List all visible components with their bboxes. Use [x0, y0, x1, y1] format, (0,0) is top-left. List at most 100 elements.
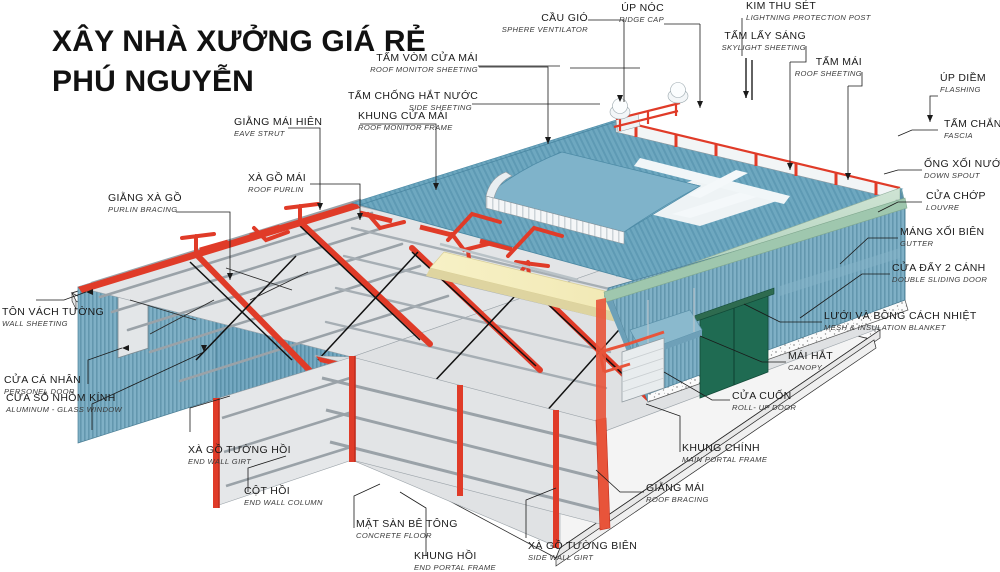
callout-label-en: END PORTAL FRAME [414, 563, 496, 572]
callout-label-en: ROOF MONITOR FRAME [358, 123, 453, 133]
callout-label-vi: GIẰNG XÀ GỒ [108, 192, 182, 204]
callout-label-en: SIDE SHEETING [408, 103, 472, 113]
callout-label-vi: KHUNG CỬA MÁI [358, 110, 448, 122]
callout-end-wall-girt: XÀ GỒ TƯỜNG HỒI END WALL GIRT [188, 444, 291, 466]
skylight-sheeting-strips [616, 158, 790, 226]
callout-label-en: END WALL GIRT [188, 457, 252, 467]
callout-label-vi: KHUNG CHÍNH [682, 442, 760, 454]
callout-lightning-post: KIM THU SÉT LIGHTNING PROTECTION POST [746, 0, 871, 22]
callout-label-vi: TẤM CHẮN MÁI [944, 118, 1000, 130]
callout-eave-strut: GIẰNG MÁI HIÊN EAVE STRUT [234, 116, 322, 138]
callout-label-en: ROOF MONITOR SHEETING [370, 65, 478, 75]
roof-monitor [439, 151, 701, 286]
callout-label-vi: XÀ GỒ MÁI [248, 172, 306, 184]
callout-label-vi: TẤM VÒM CỬA MÁI [376, 52, 478, 64]
callout-roof-sheeting: TẤM MÁI ROOF SHEETING [776, 56, 862, 78]
callout-label-vi: MẶT SÀN BÊ TÔNG [356, 518, 458, 530]
callout-concrete-floor: MẶT SÀN BÊ TÔNG CONCRETE FLOOR [356, 518, 458, 540]
callout-label-vi: MÁI HẮT [788, 350, 834, 362]
callout-label-en: LIGHTNING PROTECTION POST [746, 13, 871, 23]
callout-mesh-insulation: LƯỚI VÀ BÔNG CÁCH NHIỆT MESH & INSULATIO… [824, 310, 977, 332]
callout-leader-lines [36, 18, 938, 556]
callout-label-en: ROLL- UP DOOR [732, 403, 797, 413]
callout-label-vi: CỬA CÁ NHÂN [4, 374, 81, 386]
callout-roof-monitor-sheeting: TẤM VÒM CỬA MÁI ROOF MONITOR SHEETING [356, 52, 478, 74]
callout-label-vi: TẤM LẤY SÁNG [724, 30, 806, 42]
callout-side-wall-girt: XÀ GỒ TƯỜNG BIÊN SIDE WALL GIRT [528, 540, 637, 562]
callout-label-vi: CỬA CUỐN [732, 390, 792, 402]
callout-end-portal-frame: KHUNG HỒI END PORTAL FRAME [414, 550, 496, 572]
callout-label-vi: CẦU GIÓ [541, 12, 588, 24]
roll-up-door-panel [621, 337, 665, 403]
callout-label-en: ROOF BRACING [646, 495, 709, 505]
long-side-wall [598, 197, 908, 403]
callout-label-en: DOUBLE SLIDING DOOR [892, 275, 988, 285]
callout-label-vi: MÁNG XỐI BIÊN [900, 226, 985, 238]
callout-label-vi: TẤM CHỐNG HẮT NƯỚC [348, 90, 479, 102]
callout-label-en: FASCIA [944, 131, 973, 141]
callout-purlin-bracing: GIẰNG XÀ GỒ PURLIN BRACING [108, 192, 182, 214]
callout-personel-door: CỬA CÁ NHÂN PERSONEL DOOR [4, 374, 81, 396]
callout-roll-up-door: CỬA CUỐN ROLL- UP DOOR [732, 390, 796, 412]
callout-label-vi: XÀ GỒ TƯỜNG BIÊN [528, 540, 638, 552]
callout-label-vi: ÚP NÓC [621, 2, 664, 14]
callout-label-en: EAVE STRUT [234, 129, 285, 139]
callout-wall-sheeting: TÔN VÁCH TƯỜNG WALL SHEETING [2, 306, 104, 328]
callout-label-vi: CỬA CHỚP [926, 190, 986, 202]
callout-label-en: END WALL COLUMN [244, 498, 323, 508]
callout-end-wall-column: CỘT HỒI END WALL COLUMN [244, 485, 323, 507]
callout-label-vi: TẤM MÁI [815, 56, 862, 68]
callout-side-sheeting: TẤM CHỐNG HẮT NƯỚC SIDE SHEETING [348, 90, 479, 113]
callout-canopy: MÁI HẮT CANOPY [788, 350, 833, 372]
callout-roof-bracing: GIẰNG MÁI ROOF BRACING [646, 482, 709, 504]
callout-arrowheads [86, 91, 933, 352]
callout-label-vi: ỐNG XỐI NƯỚC [924, 158, 1000, 170]
ridge-cap-parapet [613, 101, 901, 201]
callout-label-vi: KIM THU SÉT [746, 0, 817, 12]
callout-label-en: ROOF SHEETING [794, 69, 862, 79]
callout-roof-purlin: XÀ GỒ MÁI ROOF PURLIN [248, 172, 306, 194]
callout-label-en: ALUMINUM - GLASS WINDOW [6, 405, 123, 415]
callout-flashing: ÚP DIỀM FLASHING [940, 72, 986, 94]
callout-label-en: DOWN SPOUT [924, 171, 980, 181]
title-line-1: XÂY NHÀ XƯỞNG GIÁ RẺ [52, 25, 426, 58]
callout-sphere-ventilator: CẦU GIÓ SPHERE VENTILATOR [470, 12, 588, 34]
callout-label-en: MAIN PORTAL FRAME [682, 455, 768, 465]
callout-roof-monitor-frame: KHUNG CỬA MÁI ROOF MONITOR FRAME [358, 110, 453, 132]
callout-label-vi: CỘT HỒI [244, 485, 291, 497]
callout-label-en: FLASHING [940, 85, 981, 95]
callout-label-en: PURLIN BRACING [108, 205, 178, 215]
callout-label-en: LOUVRE [926, 203, 960, 213]
corner-portal-column [595, 298, 611, 531]
callout-label-en: SKYLIGHT SHEETING [721, 43, 806, 53]
callout-label-vi: LƯỚI VÀ BÔNG CÁCH NHIỆT [824, 310, 977, 322]
page-title: XÂY NHÀ XƯỞNG GIÁ RẺ PHÚ NGUYỄN [52, 22, 452, 102]
callout-skylight-sheeting: TẤM LẤY SÁNG SKYLIGHT SHEETING [690, 30, 806, 52]
callout-label-vi: GIẰNG MÁI [646, 482, 705, 494]
callout-label-en: RIDGE CAP [619, 15, 664, 25]
sphere-ventilators [609, 82, 689, 120]
callout-label-en: ROOF PURLIN [248, 185, 304, 195]
callout-main-portal-frame: KHUNG CHÍNH MAIN PORTAL FRAME [682, 442, 767, 464]
title-line-2: PHÚ NGUYỄN [52, 64, 255, 98]
callout-label-en: GUTTER [900, 239, 934, 249]
callout-fascia: TẤM CHẮN MÁI FASCIA [944, 118, 1000, 140]
callout-gutter: MÁNG XỐI BIÊN GUTTER [900, 226, 984, 248]
callout-label-en: MESH & INSULATION BLANKET [824, 323, 946, 333]
callout-ridge-cap: ÚP NÓC RIDGE CAP [548, 2, 664, 24]
callout-label-vi: KHUNG HỒI [414, 550, 477, 562]
callout-label-en: SPHERE VENTILATOR [501, 25, 588, 35]
callout-double-sliding-door: CỬA ĐẨY 2 CÁNH DOUBLE SLIDING DOOR [892, 262, 987, 284]
callout-label-en: CANOPY [788, 363, 823, 373]
callout-label-vi: ÚP DIỀM [940, 72, 987, 84]
callout-label-vi: CỬA ĐẨY 2 CÁNH [892, 262, 986, 274]
callout-label-en: SIDE WALL GIRT [528, 553, 594, 563]
front-wall-frame-grey [213, 355, 609, 549]
callout-louvre: CỬA CHỚP LOUVRE [926, 190, 986, 212]
callout-label-vi: GIẰNG MÁI HIÊN [234, 116, 323, 128]
eave-beam-left [78, 202, 360, 293]
callout-label-en: CONCRETE FLOOR [356, 531, 432, 541]
callout-down-spout: ỐNG XỐI NƯỚC DOWN SPOUT [924, 158, 1000, 180]
